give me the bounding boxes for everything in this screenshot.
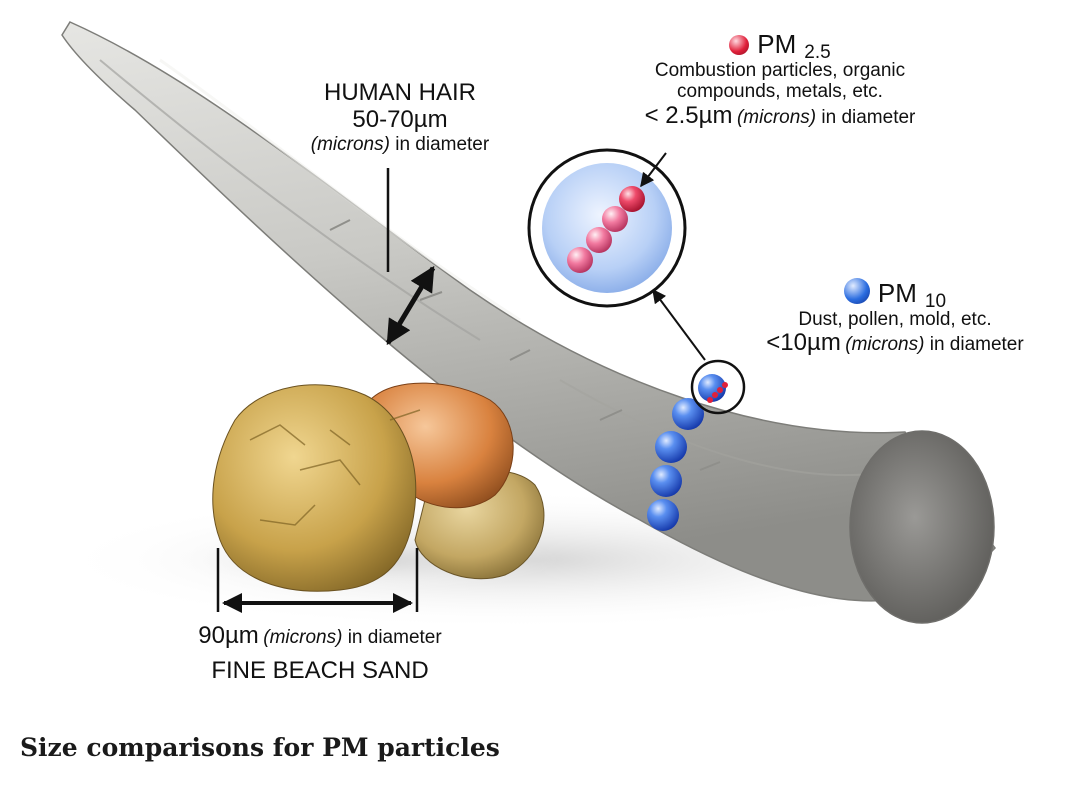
pm10-subscript: 10: [924, 290, 947, 312]
pm25-mini-particle: [717, 387, 723, 393]
sand-title: FINE BEACH SAND: [211, 656, 429, 684]
pm25-dot-icon: [729, 35, 750, 56]
sand-label: 90µm (microns) in diameter FINE BEACH SA…: [150, 622, 490, 685]
pm25-line1: Combustion particles, organic: [654, 60, 906, 82]
pm25-particle: [586, 227, 612, 253]
pm25-particle: [602, 206, 628, 232]
pm10-line1: Dust, pollen, mold, etc.: [798, 308, 992, 330]
pm10-particle: [647, 499, 679, 531]
pm25-name: PM: [757, 29, 797, 59]
pm-magnifier-small: [690, 359, 746, 415]
hair-diameter-arrow: [385, 265, 436, 346]
pm10-particle: [698, 374, 726, 402]
pm10-size: <10µm: [766, 329, 841, 357]
sand-suffix: in diameter: [342, 627, 442, 648]
pm-magnifier-large: [527, 148, 687, 308]
human-hair-label: HUMAN HAIR 50-70µm (microns) in diameter: [280, 79, 520, 155]
pm25-mini-particle: [712, 392, 718, 398]
human-hair-strand: [61, 21, 996, 624]
pm25-mini-particle: [722, 382, 728, 388]
pm25-pointer: [640, 152, 667, 188]
pm10-particle: [655, 431, 687, 463]
pm10-label: PM 10 Dust, pollen, mold, etc. <10µm (mic…: [730, 278, 1060, 357]
hair-size: 50-70µm: [352, 105, 448, 133]
figure-caption: Size comparisons for PM particles: [20, 733, 500, 762]
pm10-dot-icon: [843, 278, 870, 304]
hair-cross-section: [849, 430, 995, 624]
pm10-name: PM: [877, 277, 917, 308]
hair-suffix: in diameter: [389, 133, 490, 155]
pm25-mini-particle: [707, 397, 713, 403]
pm10-particle-chain: [647, 374, 726, 531]
pm25-label: PM 2.5 Combustion particles, organic comp…: [590, 29, 970, 129]
pm25-subscript: 2.5: [804, 41, 831, 63]
pm10-particle: [672, 398, 704, 430]
pm25-particle: [619, 186, 645, 212]
hair-title: HUMAN HAIR: [323, 79, 476, 106]
sand-units: (microns): [263, 627, 343, 648]
pm10-particle: [650, 465, 682, 497]
pm10-units: (microns): [845, 334, 925, 356]
pm25-particle: [567, 247, 593, 273]
pm25-suffix: in diameter: [816, 106, 916, 128]
pm10-suffix: in diameter: [924, 334, 1024, 356]
particle-size-illustration: [50, 21, 996, 630]
pm25-size: < 2.5µm: [644, 101, 733, 129]
pm25-line2: compounds, metals, etc.: [677, 81, 883, 103]
zoom-arrow: [652, 288, 706, 361]
hair-units: (microns): [310, 133, 390, 155]
sand-size: 90µm: [198, 622, 259, 649]
pm25-units: (microns): [736, 106, 817, 128]
sand-grains: [212, 382, 545, 592]
